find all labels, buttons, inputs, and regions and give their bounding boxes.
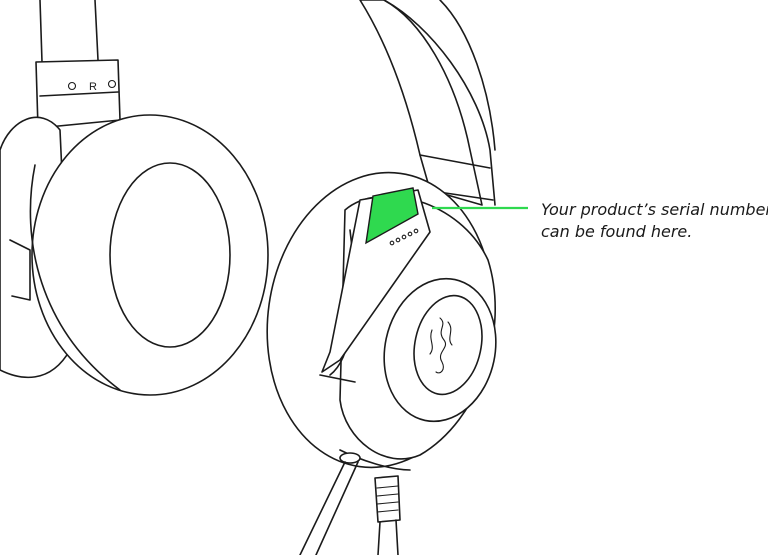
cable <box>299 452 401 555</box>
left-cushion-inner <box>109 162 231 348</box>
right-ear-cup <box>266 171 497 471</box>
right-dot-icon <box>107 79 117 89</box>
callout-line-2: can be found here. <box>541 222 693 241</box>
serial-number-area <box>365 187 419 245</box>
triple-headed-snake-logo <box>429 317 453 374</box>
left-dot-icon <box>67 81 77 91</box>
serial-number-callout: Your product’s serial number can be foun… <box>541 199 768 243</box>
serial-dots <box>389 228 419 246</box>
headband <box>39 0 496 206</box>
side-marker-label: R <box>89 81 97 93</box>
callout-line-1: Your product’s serial number <box>541 200 768 219</box>
left-ear-cup <box>0 114 269 396</box>
logo-plate <box>383 277 497 423</box>
